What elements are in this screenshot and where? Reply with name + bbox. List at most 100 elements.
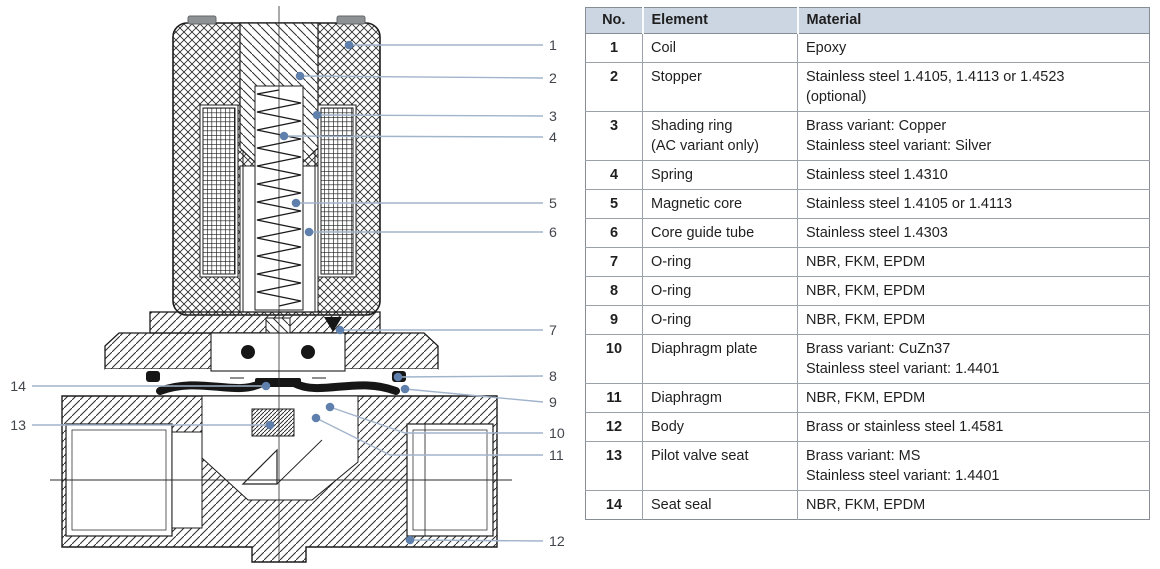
callout-9: 9 [400, 384, 557, 411]
cell-no: 9 [585, 304, 643, 335]
cell-no: 11 [585, 382, 643, 413]
leader-dot [400, 384, 410, 394]
callout-12: 12 [405, 534, 565, 550]
leader-dot [265, 420, 275, 430]
cell-no: 12 [585, 411, 643, 442]
leader-dot [311, 413, 321, 423]
cell-element: Seat seal [642, 489, 798, 520]
cell-material: Stainless steel 1.4105 or 1.4113 [797, 188, 1150, 219]
callout-number: 2 [549, 71, 557, 87]
leader-line [329, 406, 543, 434]
cell-no: 4 [585, 159, 643, 190]
leader-line [316, 114, 544, 117]
cell-no: 6 [585, 217, 643, 248]
callout-number: 1 [549, 38, 557, 54]
column-header-no: No. [585, 7, 643, 34]
flow-cone [241, 448, 278, 485]
callout-number: 13 [10, 418, 26, 434]
leader-dot [393, 372, 403, 382]
cell-material: Stainless steel 1.4310 [797, 159, 1150, 190]
callout-14: 14 [10, 379, 271, 395]
callout-number: 14 [10, 379, 26, 395]
cell-element: Stopper [642, 61, 798, 112]
cell-element: Coil [642, 32, 798, 63]
callout-number: 5 [549, 196, 557, 212]
winding-left [202, 107, 236, 275]
cell-material: NBR, FKM, EPDM [797, 275, 1150, 306]
cell-material: NBR, FKM, EPDM [797, 489, 1150, 520]
leader-dot [344, 40, 354, 50]
o-ring-7-seal [324, 317, 342, 332]
cell-element: O-ring [642, 304, 798, 335]
callout-number: 7 [549, 323, 557, 339]
leader-line [315, 417, 543, 456]
cell-element: Body [642, 411, 798, 442]
callout-number: 11 [549, 448, 564, 464]
pilot-housing [210, 332, 346, 372]
callout-number: 4 [549, 130, 557, 146]
cell-element: O-ring [642, 246, 798, 277]
callout-1: 1 [344, 38, 557, 54]
cell-material: Brass variant: CuZn37 Stainless steel va… [797, 333, 1150, 384]
diaphragm-right [290, 379, 400, 395]
callout-6: 6 [304, 225, 557, 241]
leader-line [409, 539, 544, 542]
cell-no: 7 [585, 246, 643, 277]
flow-cone-line [276, 439, 323, 485]
callout-2: 2 [295, 71, 557, 87]
callout-number: 10 [549, 426, 565, 442]
callout-5: 5 [291, 196, 557, 212]
valve-body [61, 395, 498, 563]
cell-material: Stainless steel 1.4105, 1.4113 or 1.4523… [797, 61, 1150, 112]
cell-no: 1 [585, 32, 643, 63]
leader-dot [304, 227, 314, 237]
leader-dot [405, 535, 415, 545]
leader-dot [279, 131, 289, 141]
winding-right [320, 107, 354, 275]
cell-no: 10 [585, 333, 643, 384]
cell-element: Diaphragm plate [642, 333, 798, 384]
pilot-o-ring-right [301, 345, 315, 359]
cell-material: Brass variant: MS Stainless steel varian… [797, 440, 1150, 491]
column-header-material: Material [796, 7, 1150, 34]
coil-top-tab-right [336, 15, 366, 25]
cell-element: Spring [642, 159, 798, 190]
leader-dot [312, 110, 322, 120]
cell-element: Diaphragm [642, 382, 798, 413]
cell-material: NBR, FKM, EPDM [797, 382, 1150, 413]
leader-line [299, 75, 544, 79]
core-guide-tube [242, 150, 316, 312]
callout-number: 9 [549, 395, 557, 411]
cell-element: Core guide tube [642, 217, 798, 248]
leader-dot [295, 71, 305, 81]
leader-dot [335, 325, 345, 335]
leader-line [397, 375, 544, 378]
seat-seal-left [146, 371, 160, 382]
callout-8: 8 [393, 369, 557, 385]
callout-11: 11 [311, 413, 564, 464]
callout-13: 13 [10, 418, 275, 434]
cell-no: 8 [585, 275, 643, 306]
callout-4: 4 [279, 130, 557, 146]
pilot-o-ring-left [241, 345, 255, 359]
cell-material: Epoxy [797, 32, 1150, 63]
table-header-row: No. Element Material [585, 7, 1150, 34]
cell-element: Shading ring (AC variant only) [642, 110, 798, 161]
leader-dot [325, 402, 335, 412]
cell-element: O-ring [642, 275, 798, 306]
